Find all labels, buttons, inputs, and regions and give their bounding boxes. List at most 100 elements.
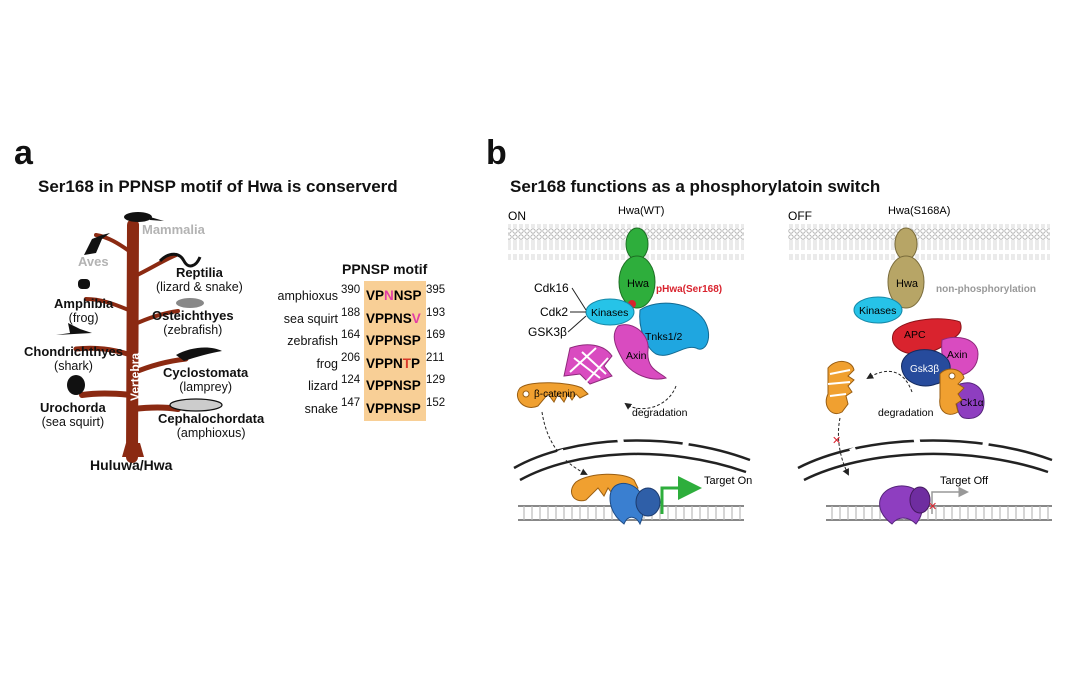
taxon-cyclostomata: Cyclostomata (lamprey) (163, 365, 249, 395)
motif-title: PPNSP motif (342, 261, 428, 277)
axin-off-label: Axin (947, 349, 968, 361)
panel-a-title: Ser168 in PPNSP motif of Hwa is conserve… (38, 177, 398, 196)
motif-end-2: 193 (426, 306, 446, 319)
kinases-off-label: Kinases (859, 305, 896, 317)
frog-icon (78, 279, 90, 289)
degraded-protein-on (563, 344, 613, 385)
motif-residue-1-2: N (384, 288, 394, 303)
motif-end-6: 152 (426, 396, 446, 409)
motif-residue-6-1: VPPNSP (366, 400, 421, 416)
seasquirt-icon (67, 375, 85, 395)
target-on-arrow (660, 476, 702, 514)
motif-sequence-6: VPPNSP (366, 401, 421, 416)
motif-residue-2-2: V (411, 310, 421, 326)
hwa-mut-name: Hwa (896, 278, 919, 290)
taxon-chondrichthyes: Chondrichthyes (shark) (24, 345, 123, 374)
taxon-amphibia-common: (frog) (68, 311, 99, 325)
mechanism-diagram: ON OFF Hwa(WT) Hwa pHwa(Ser168) Kinases … (508, 205, 1053, 526)
kinases-on: Kinases (585, 298, 635, 326)
motif-residue-1-1: VP (366, 288, 385, 303)
gsk3b-off-label: Gsk3β (910, 364, 939, 375)
amphioxus-icon (169, 398, 223, 412)
cdk2-label: Cdk2 (540, 305, 568, 319)
target-off-arrow (931, 486, 969, 514)
taxon-mammalia: Mammalia (142, 222, 205, 237)
motif-sequence-4: VPPNTP (366, 356, 420, 371)
hwa-wt-protein: Hwa (618, 227, 656, 309)
motif-end-4: 211 (426, 351, 445, 364)
tree-root-label: Huluwa/Hwa (90, 457, 173, 473)
gsk3b-protein: Gsk3β (901, 349, 951, 387)
panel-b-letter: b (486, 134, 507, 172)
taxon-cephalochordata-common: (amphioxus) (176, 426, 246, 440)
hwa-wt-name: Hwa (627, 278, 650, 290)
dna-off (826, 505, 1052, 521)
cdk16-label: Cdk16 (534, 281, 569, 295)
motif-sequence-3: VPPNSP (366, 333, 421, 348)
taxon-osteichthyes-name: Osteichthyes (152, 308, 234, 323)
kinases-on-label: Kinases (591, 307, 628, 319)
motif-start-3: 164 (341, 329, 361, 341)
motif-end-1: 395 (426, 284, 446, 296)
motif-species-6: snake (304, 401, 338, 416)
motif-species-5: lizard (308, 379, 338, 393)
blocked-x-target: ✕ (928, 501, 937, 513)
motif-start-5: 124 (341, 374, 361, 386)
nonphospho-label: non-phosphorylation (936, 284, 1036, 295)
hwa-mut-label: Hwa(S168A) (888, 205, 950, 217)
taxon-reptilia-common: (lizard & snake) (156, 280, 243, 294)
motif-end-3: 169 (426, 329, 446, 341)
animal-silhouettes (56, 212, 223, 412)
panel-a-letter: a (14, 134, 33, 172)
tcf-complex-on (609, 482, 661, 526)
phylogenetic-tree: Vertebra (56, 212, 223, 463)
bcatenin-off-degraded (825, 361, 855, 414)
phospho-label: pHwa(Ser168) (656, 284, 722, 295)
motif-start-1: 390 (341, 284, 361, 296)
motif-residue-4-3: P (411, 355, 421, 371)
taxon-cyclostomata-name: Cyclostomata (163, 365, 249, 380)
taxon-chondrichthyes-common: (shark) (54, 359, 93, 373)
degradation-on-label: degradation (632, 407, 688, 419)
taxon-reptilia-name: Reptilia (175, 265, 223, 280)
motif-residue-5-1: VPPNSP (366, 378, 421, 393)
motif-end-5: 129 (426, 374, 446, 386)
motif-residue-3-1: VPPNSP (366, 333, 421, 348)
gsk3b-label: GSK3β (528, 325, 567, 339)
taxon-cyclostomata-common: (lamprey) (179, 380, 233, 394)
motif-species-4: frog (316, 356, 338, 371)
on-state-label: ON (508, 209, 526, 223)
motif-residue-4-2: T (402, 355, 412, 371)
blocked-x-cytoplasm: ✕ (832, 435, 841, 447)
snake-icon (158, 252, 202, 268)
off-state-label: OFF (788, 209, 812, 223)
tnks-label: Tnks1/2 (645, 331, 683, 343)
target-off-label: Target Off (940, 475, 989, 487)
zebrafish-icon (176, 298, 204, 308)
motif-sequence-1: VPNNSP (366, 288, 422, 303)
motif-highlight (364, 281, 426, 421)
shark-icon (56, 323, 92, 335)
lamprey-icon (176, 347, 222, 361)
taxon-osteichthyes-common: (zebrafish) (163, 323, 223, 337)
panel-b-title: Ser168 functions as a phosphorylatoin sw… (510, 177, 881, 196)
mammal-icon (124, 212, 152, 222)
tnks-protein: Tnks1/2 (639, 302, 709, 356)
axin-on-label: Axin (626, 350, 647, 362)
taxon-cephalochordata-name: Cephalochordata (158, 411, 265, 426)
apc-label: APC (904, 329, 926, 341)
kinases-off: Kinases (853, 296, 903, 324)
ck1a-label: Ck1α (960, 398, 984, 409)
motif-residue-4-1: VPPN (366, 355, 403, 371)
degradation-off-label: degradation (878, 407, 934, 419)
taxon-amphibia-name: Amphibia (54, 296, 114, 311)
taxon-urochorda: Urochorda (sea squirt) (40, 401, 106, 430)
taxon-cephalochordata: Cephalochordata (amphioxus) (158, 411, 265, 441)
motif-species-1: amphioxus (277, 289, 338, 303)
mammal-tail-icon (150, 217, 164, 221)
ck1a-protein: Ck1α (956, 382, 985, 419)
motif-sequence-2: VPPNSV (366, 311, 421, 326)
motif-residue-2-1: VPPNS (366, 310, 412, 326)
bcatenin-on: β-catenin (516, 382, 589, 408)
tree-trunk-label: Vertebra (128, 353, 142, 401)
